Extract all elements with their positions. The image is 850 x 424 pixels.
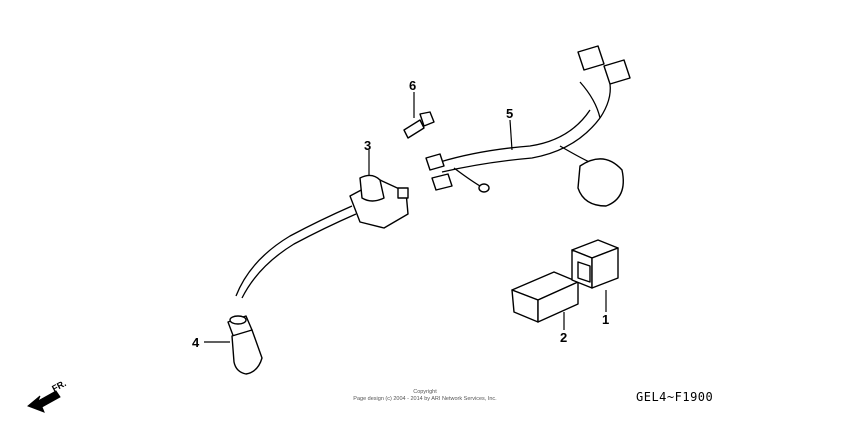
relay[interactable] <box>511 271 579 323</box>
copyright-notice: Copyright Page design (c) 2004 - 2014 by… <box>300 389 550 403</box>
wire-harness[interactable] <box>425 45 631 207</box>
callout-4: 4 <box>192 335 200 350</box>
bolt[interactable] <box>403 111 435 139</box>
spark-plug-cap[interactable] <box>227 315 263 375</box>
ignition-coil[interactable] <box>235 174 409 299</box>
copyright-line-1: Copyright <box>413 389 437 395</box>
copyright-line-2: Page design (c) 2004 - 2014 by ARI Netwo… <box>353 396 497 402</box>
connector-block[interactable] <box>571 239 619 289</box>
diagram-code: GEL4~F1900 <box>636 390 714 404</box>
forward-arrow-icon: FR. <box>27 378 68 413</box>
leader-lines <box>204 92 607 343</box>
direction-label: FR. <box>50 378 67 394</box>
callout-6: 6 <box>409 78 416 93</box>
callout-1: 1 <box>602 312 609 327</box>
callout-3: 3 <box>364 138 371 153</box>
callout-5: 5 <box>506 106 513 121</box>
callout-2: 2 <box>560 330 567 345</box>
